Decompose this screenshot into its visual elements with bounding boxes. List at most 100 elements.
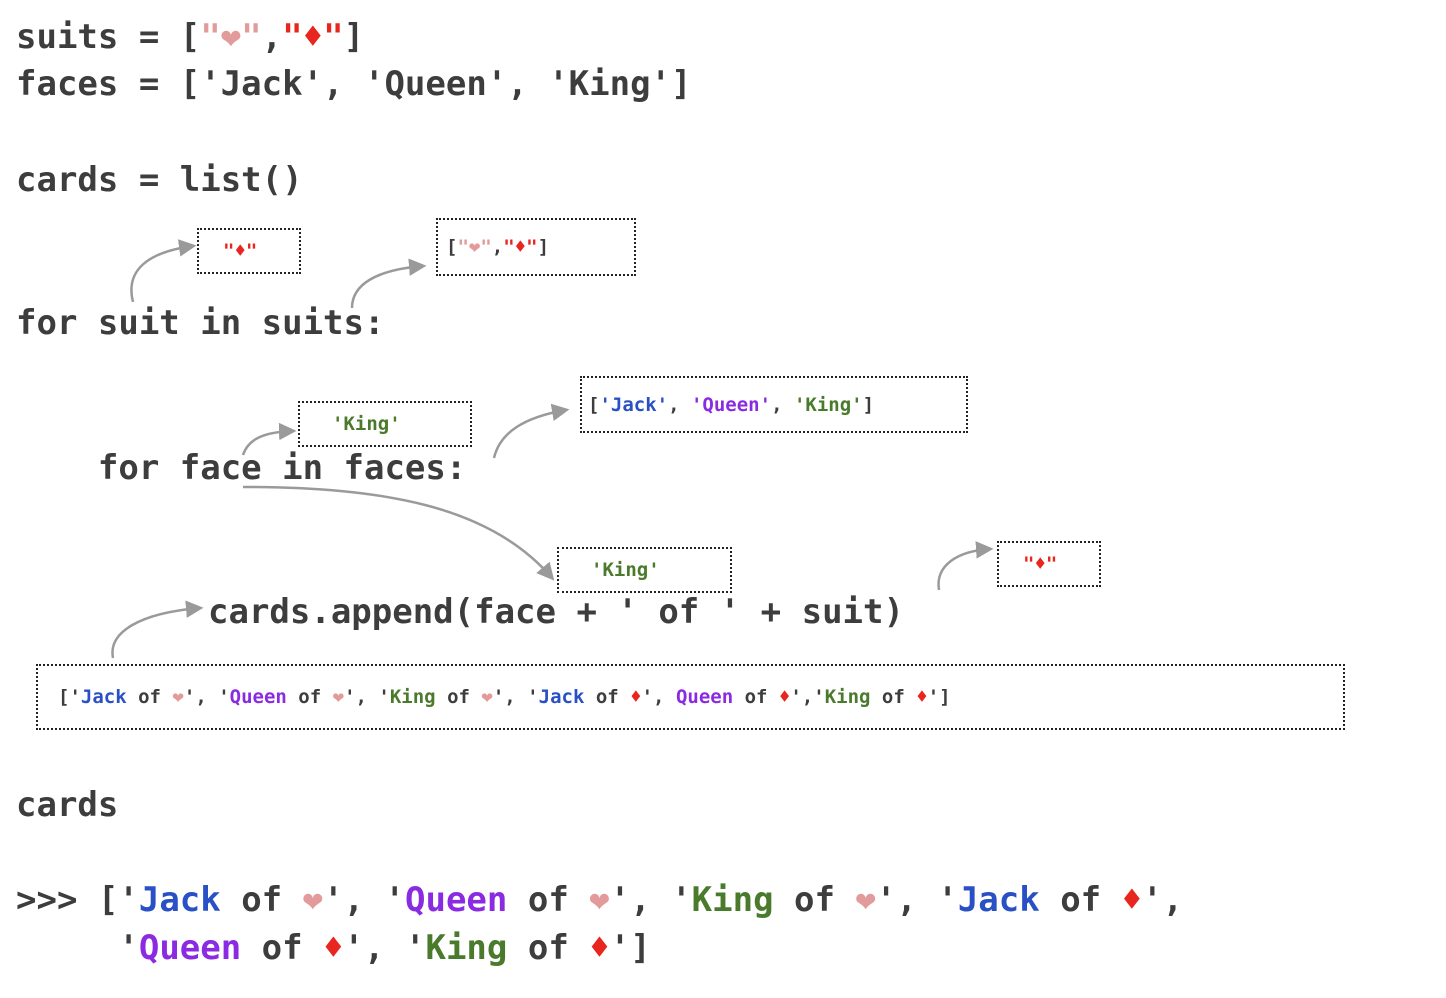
output-items-1: ['Jack of ❤', 'Queen of ❤', 'King of ❤',… — [98, 880, 1183, 920]
output-face: King — [691, 880, 774, 920]
for-suit-line: for suit in suits: — [16, 303, 385, 343]
output-post: ', — [343, 928, 405, 968]
cards-box-pre: ' — [527, 686, 539, 708]
cards-box-post: ', — [492, 686, 528, 708]
output-prompt: >>> — [16, 880, 98, 920]
output-face: King — [425, 928, 508, 968]
for-face-line: for face in faces: — [16, 448, 467, 488]
output-of: of — [773, 880, 856, 920]
cards-box-of: of — [435, 686, 482, 708]
cards-box-pre: ' — [813, 686, 825, 708]
output-of: of — [507, 880, 590, 920]
cards-box-item: Queen of ♦', — [676, 686, 813, 708]
output-face: Jack — [138, 880, 221, 920]
cards-box-face: Queen — [229, 686, 287, 708]
cards-box-item: 'Queen of ❤', — [218, 686, 378, 708]
output-of: of — [507, 928, 590, 968]
output-pre: ' — [671, 880, 692, 920]
cards-box-pre: [' — [58, 686, 81, 708]
cards-result-box: ['Jack of ❤', 'Queen of ❤', 'King of ❤',… — [36, 664, 1345, 730]
cards-box-sym: ♦ — [916, 686, 928, 708]
cards-box-face: King — [389, 686, 436, 708]
output-sym: ♦ — [323, 928, 344, 968]
output-line-1: >>> ['Jack of ❤', 'Queen of ❤', 'King of… — [16, 880, 1183, 920]
output-pre: ' — [384, 880, 406, 920]
output-sym: ❤ — [855, 880, 876, 920]
output-item: 'Queen of ♦', — [118, 928, 405, 968]
output-face: Jack — [957, 880, 1040, 920]
cards-box-pre: ' — [378, 686, 390, 708]
cards-box-sym: ♦ — [778, 686, 791, 708]
output-face: Queen — [138, 928, 242, 968]
cards-box-sym: ❤ — [481, 686, 493, 708]
output-pre: ' — [118, 928, 139, 968]
output-pre: [' — [97, 880, 139, 920]
arrow-face-to-append — [242, 485, 555, 581]
output-item: 'King of ♦'] — [405, 928, 651, 968]
output-post: ', — [323, 880, 385, 920]
cards-box-of: of — [126, 686, 173, 708]
output-pre: ' — [937, 880, 958, 920]
output-post: ', — [609, 880, 672, 920]
output-pre: ' — [405, 928, 426, 968]
cards-box-sym: ❤ — [172, 686, 184, 708]
cards-box-face: Jack — [538, 686, 585, 708]
cards-box-post: '] — [927, 686, 951, 708]
output-post: '] — [609, 928, 651, 968]
cards-box-of: of — [286, 686, 333, 708]
cards-box-face: Queen — [675, 686, 734, 708]
face-value-box: 'King' — [298, 401, 472, 447]
cards-box-of: of — [584, 686, 631, 708]
suits-diamond: "♦" — [282, 17, 344, 57]
cards-box-item: 'King of ❤', — [378, 686, 527, 708]
output-item: ['Jack of ❤', — [98, 880, 385, 920]
output-sym: ♦ — [1121, 880, 1143, 920]
output-item: 'Queen of ❤', — [385, 880, 672, 920]
cards-box-item: ['Jack of ❤', — [58, 686, 218, 708]
output-of: of — [241, 928, 324, 968]
output-post: ', — [1142, 880, 1184, 920]
cards-box-sym: ♦ — [630, 686, 642, 708]
output-sym: ❤ — [589, 880, 610, 920]
cards-box-sym: ❤ — [332, 686, 345, 708]
cards-box-face: Jack — [80, 686, 127, 708]
cards-box-of: of — [733, 686, 779, 708]
append-suit-box: "♦" — [997, 541, 1101, 587]
suits-list-box: ["❤","♦"] — [436, 218, 636, 276]
arrow-suit — [130, 239, 197, 303]
output-item: 'Jack of ♦', — [937, 880, 1183, 920]
faces-line: faces = ['Jack', 'Queen', 'King'] — [16, 64, 692, 104]
output-face: Queen — [405, 880, 508, 920]
suits-line: suits = ["❤","♦"] — [16, 17, 365, 57]
cards-box-item: 'Jack of ♦', — [527, 686, 676, 708]
arrow-cards — [111, 600, 204, 659]
arrow-face — [241, 422, 297, 456]
faces-list-box: ['Jack', 'Queen', 'King'] — [580, 376, 968, 433]
arrow-suit-to-append — [937, 541, 994, 591]
arrow-suits — [350, 258, 427, 309]
suits-heart: "❤" — [200, 17, 262, 57]
output-line-2: 'Queen of ♦', 'King of ♦'] — [16, 928, 650, 968]
output-of: of — [1039, 880, 1122, 920]
output-sym: ♦ — [589, 928, 610, 968]
cards-box-of: of — [870, 686, 917, 708]
suit-value-box: "♦" — [197, 228, 301, 274]
cards-box-post: ', — [183, 686, 219, 708]
output-of: of — [220, 880, 303, 920]
output-post: ', — [875, 880, 938, 920]
output-sym: ❤ — [302, 880, 324, 920]
cards-line: cards — [16, 785, 119, 825]
output-item: 'King of ❤', — [671, 880, 937, 920]
arrow-faces — [492, 403, 570, 459]
append-line: cards.append(face + ' of ' + suit) — [208, 592, 904, 632]
cards-box-post: ', — [790, 686, 814, 708]
cards-init-line: cards = list() — [16, 160, 303, 200]
cards-box-face: King — [824, 686, 871, 708]
cards-box-item: 'King of ♦'] — [813, 686, 950, 708]
cards-box-pre: ' — [218, 686, 230, 708]
output-items-2: 'Queen of ♦', 'King of ♦'] — [118, 928, 650, 968]
cards-box-post: ', — [344, 686, 379, 708]
append-face-box: 'King' — [557, 547, 732, 593]
cards-box-post: ', — [641, 686, 676, 708]
